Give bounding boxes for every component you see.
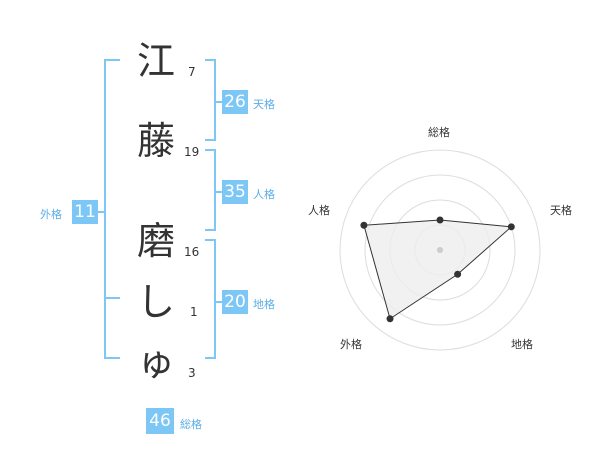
stroke-count-1: 7 bbox=[188, 65, 196, 79]
jin-label: 人格 bbox=[253, 188, 275, 201]
radar-label-sou: 総格 bbox=[428, 126, 450, 139]
gai-label: 外格 bbox=[40, 208, 62, 221]
name-char-4: し bbox=[136, 280, 175, 324]
sou-value-badge: 46 bbox=[146, 408, 174, 434]
radar-point-4 bbox=[360, 221, 368, 229]
gai-bracket bbox=[104, 59, 120, 359]
stroke-count-2: 19 bbox=[184, 145, 200, 159]
name-char-2: 藤 bbox=[136, 119, 175, 163]
ten-value-badge: 26 bbox=[222, 90, 248, 114]
gai-value-badge: 11 bbox=[72, 200, 98, 224]
stroke-count-5: 3 bbox=[188, 366, 196, 380]
name-char-5: ゅ bbox=[136, 340, 175, 384]
stroke-count-3: 16 bbox=[184, 245, 200, 259]
stroke-count-4: 1 bbox=[190, 305, 198, 319]
ten-bracket bbox=[205, 59, 216, 141]
jin-bracket bbox=[205, 149, 216, 231]
radar-point-0 bbox=[436, 216, 444, 224]
chi-value-badge: 20 bbox=[222, 290, 248, 314]
sou-label: 総格 bbox=[180, 418, 202, 431]
chi-bracket bbox=[205, 239, 216, 359]
radar-point-3 bbox=[386, 315, 394, 323]
radar-polygon bbox=[363, 219, 513, 320]
radar-ring-3 bbox=[364, 174, 516, 326]
radar-label-jin: 人格 bbox=[308, 204, 330, 217]
name-char-3: 磨 bbox=[136, 219, 175, 263]
radar-center bbox=[437, 247, 443, 253]
radar-point-2 bbox=[454, 270, 462, 278]
ten-label: 天格 bbox=[253, 98, 275, 111]
radar-label-chi: 地格 bbox=[511, 338, 533, 351]
radar-label-ten: 天格 bbox=[550, 204, 572, 217]
name-char-1: 江 bbox=[136, 39, 175, 83]
radar-point-1 bbox=[507, 223, 515, 231]
radar-label-gai: 外格 bbox=[340, 338, 362, 351]
jin-value-badge: 35 bbox=[222, 180, 248, 204]
chi-label: 地格 bbox=[253, 298, 275, 311]
